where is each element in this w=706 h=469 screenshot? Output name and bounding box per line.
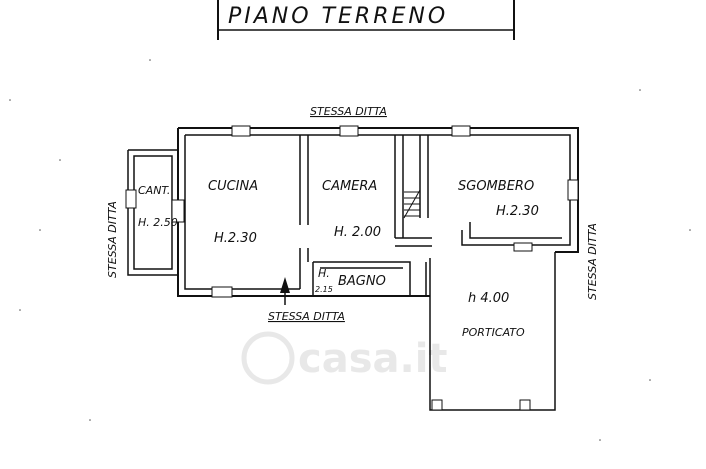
room-height: H. 2.00 bbox=[334, 225, 381, 240]
room-name: SGOMBERO bbox=[458, 179, 534, 194]
room-height-value: 2.15 bbox=[315, 285, 333, 294]
room-bagno: H. BAGNO 2.15 bbox=[315, 267, 386, 294]
room-cucina: CUCINA H.2.30 bbox=[208, 179, 258, 246]
room-height-label: H. bbox=[318, 267, 330, 280]
room-height: H. 2.50 bbox=[138, 216, 178, 229]
scan-dots bbox=[9, 59, 691, 441]
room-sgombero: SGOMBERO H.2.30 bbox=[458, 179, 539, 219]
room-camera: CAMERA H. 2.00 bbox=[322, 179, 381, 240]
watermark-text: casa.it bbox=[298, 336, 448, 382]
neighbor-label-top: STESSA DITTA bbox=[310, 105, 387, 118]
neighbor-label-right: STESSA DITTA bbox=[586, 223, 599, 300]
room-height: h 4.00 bbox=[468, 291, 509, 306]
room-porticato: h 4.00 PORTICATO bbox=[462, 291, 525, 339]
room-name: CAMERA bbox=[322, 179, 377, 194]
room-height: H.2.30 bbox=[496, 204, 539, 219]
staircase bbox=[403, 189, 421, 219]
windows bbox=[125, 125, 579, 411]
plan-title: PIANO TERRENO bbox=[228, 4, 448, 29]
title-box: PIANO TERRENO bbox=[217, 0, 515, 40]
room-cantina: CANT. H. 2.50 bbox=[138, 184, 178, 229]
watermark: casa.it bbox=[241, 331, 448, 385]
room-name: CUCINA bbox=[208, 179, 258, 194]
room-height: H.2.30 bbox=[214, 231, 257, 246]
room-name: BAGNO bbox=[338, 274, 386, 289]
entrance-arrow-icon bbox=[280, 277, 290, 305]
neighbor-label-bottom: STESSA DITTA bbox=[268, 310, 345, 323]
room-name: PORTICATO bbox=[462, 326, 525, 339]
neighbor-label-left: STESSA DITTA bbox=[106, 201, 119, 278]
room-name: CANT. bbox=[138, 184, 170, 197]
